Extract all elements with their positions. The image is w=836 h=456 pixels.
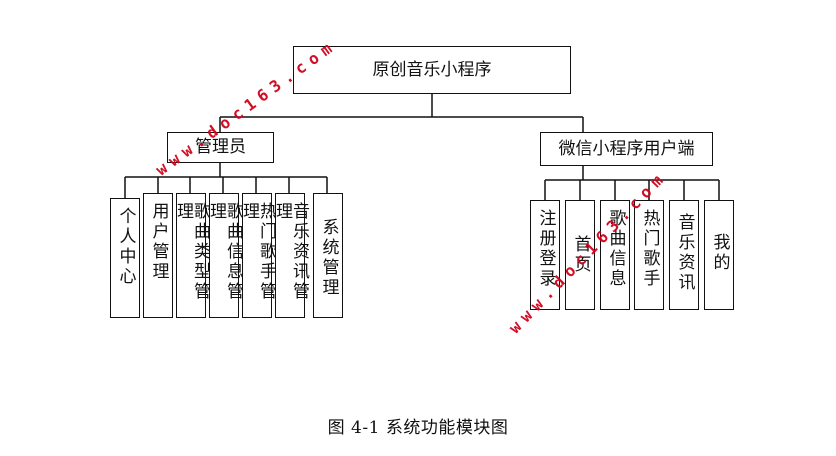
admin-module-label: 用户管理: [148, 202, 169, 282]
user-module-mine: 我的: [704, 200, 734, 310]
admin-module-label: 热门歌手管理: [239, 202, 276, 302]
user-module-label: 我的: [709, 233, 730, 273]
figure-caption: 图 4-1 系统功能模块图: [327, 418, 509, 438]
user-module-label: 热门歌手: [639, 209, 660, 289]
user-module-music-news: 音乐资讯: [669, 200, 699, 310]
admin-module-label: 音乐资讯管理: [272, 202, 309, 302]
admin-module-label: 歌曲类型管理: [173, 202, 210, 302]
root-node: 原创音乐小程序: [293, 46, 571, 94]
admin-module-system-management: 系统管理: [313, 193, 343, 318]
user-module-label: 音乐资讯: [674, 213, 695, 293]
admin-module-personal-center: 个人中心: [110, 198, 140, 318]
user-module-label: 歌曲信息: [605, 209, 626, 289]
user-module-label: 首页: [570, 235, 591, 275]
user-module-hot-singer: 热门歌手: [634, 200, 664, 310]
admin-module-label: 个人中心: [115, 207, 136, 287]
user-module-register-login: 注册登录: [530, 200, 560, 310]
user-node: 微信小程序用户端: [540, 132, 713, 166]
admin-module-music-news-management: 音乐资讯管理: [272, 193, 309, 318]
admin-module-song-type-management: 歌曲类型管理: [173, 193, 210, 318]
user-module-song-info: 歌曲信息: [600, 200, 630, 310]
admin-module-label: 歌曲信息管理: [206, 202, 243, 302]
admin-module-hot-singer-management: 热门歌手管理: [239, 193, 276, 318]
admin-module-user-management: 用户管理: [143, 193, 173, 318]
admin-node: 管理员: [167, 132, 274, 163]
user-module-home: 首页: [565, 200, 595, 310]
admin-module-label: 系统管理: [318, 218, 339, 298]
user-module-label: 注册登录: [535, 209, 556, 289]
admin-module-song-info-management: 歌曲信息管理: [206, 193, 243, 318]
